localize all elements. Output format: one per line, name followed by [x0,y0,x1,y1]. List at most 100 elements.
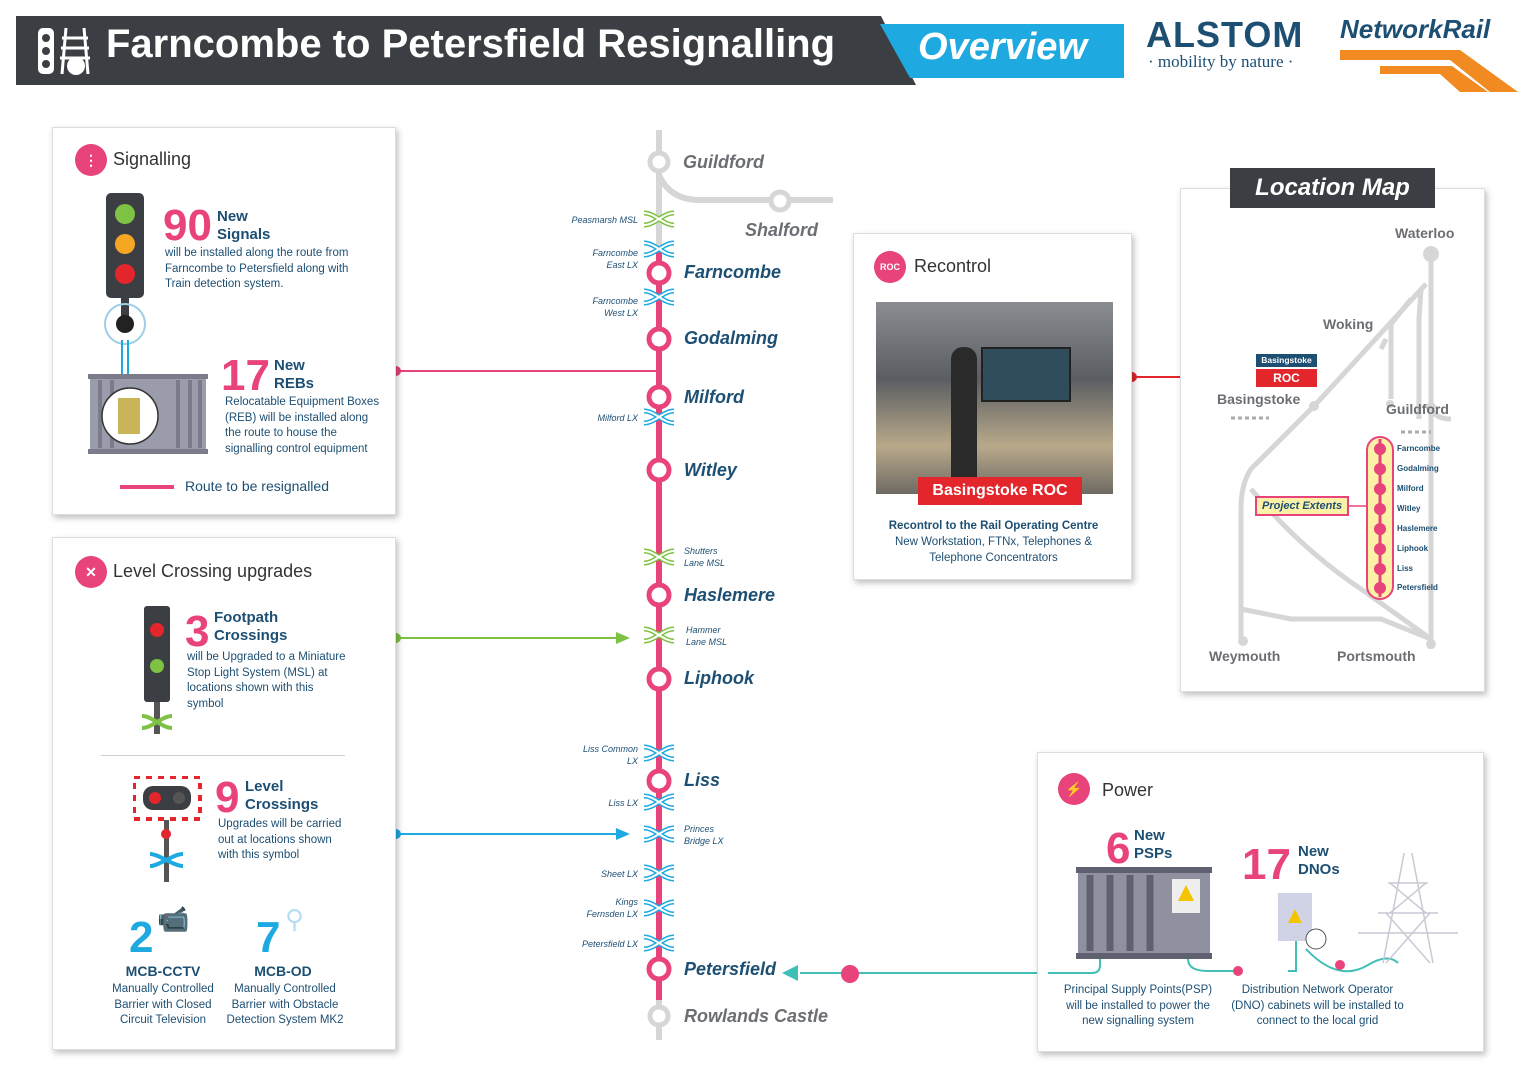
crossing-label: Farncombe East LX [592,248,638,270]
traffic-light-icon: ⋮ [75,144,107,176]
power-title: Power [1102,780,1154,800]
roc-photo [876,302,1113,494]
station-liphook: Liphook [684,668,754,688]
signals-description: will be installed along the route from F… [165,247,349,290]
crossing-label: Liss Common LX [582,744,638,766]
map-label-woking: Woking [1323,316,1374,332]
roc-photo-caption: Basingstoke ROC [918,477,1082,505]
signalling-title: Signalling [113,149,192,169]
obstacle-detector-icon: ⚲ [285,904,305,934]
map-label-portsmouth: Portsmouth [1337,648,1416,664]
station-witley: Witley [684,460,737,480]
crossing-label: Princes Bridge LX [684,824,724,846]
map-station: Liphook [1397,544,1429,553]
recontrol-desc-title: Recontrol to the Rail Operating Centre [888,520,1099,532]
header-bar [16,16,916,85]
station-markers [646,150,792,1028]
recontrol-title: Recontrol [914,256,992,276]
station-petersfield: Petersfield [684,959,777,979]
crossing-label: Hammer Lane MSL [686,625,728,647]
alstom-logo: ALSTOM · mobility by nature · [1146,14,1304,71]
od-count: 7 [256,913,281,962]
power-node-icon [841,965,859,983]
roc-operator [951,347,977,482]
crossing-icon: ✕ [75,556,107,588]
lx-description: Upgrades will be carried out at location… [218,818,342,861]
station-haslemere: Haslemere [684,585,776,605]
location-map-lines [1231,246,1452,649]
crossing-label: Sheet LX [600,869,638,879]
dno-count: 17 [1242,840,1291,889]
map-label-weymouth: Weymouth [1209,648,1281,664]
footpath-description: will be Upgraded to a Miniature Stop Lig… [187,651,346,710]
od-description: Manually Controlled Barrier with Obstacl… [226,983,344,1026]
recontrol-description: New Workstation, FTNx, Telephones & Tele… [894,536,1093,564]
project-extents-label: Project Extents [1255,496,1350,516]
map-station: Milford [1397,484,1424,493]
map-station: Godalming [1397,464,1439,473]
rebs-description: Relocatable Equipment Boxes (REB) will b… [225,396,380,455]
cctv-label: MCB-CCTV [125,963,201,979]
power-icon: ⚡ [1058,773,1090,805]
overview-banner [880,24,1124,78]
route-legend-label: Route to be resignalled [185,478,329,494]
roc-map-label: ROC [1256,369,1317,387]
roc-map-label-top: Basingstoke [1256,354,1317,367]
pylon-icon [1358,853,1458,964]
psp-count: 6 [1106,824,1131,873]
station-godalming: Godalming [684,328,778,348]
map-station: Farncombe [1397,444,1441,453]
station-liss: Liss [684,770,721,790]
signal-and-reb-illustration [88,193,208,454]
cctv-camera-icon: 📹 [157,904,190,934]
level-crossing-title: Level Crossing upgrades [113,561,313,581]
page-title: Farncombe to Petersfield Resignalling [106,22,836,66]
map-label-waterloo: Waterloo [1395,225,1455,241]
level-crossing-signal-illustration [133,776,202,882]
msl-signal-illustration [141,606,173,734]
station-shalford: Shalford [745,220,819,240]
crossing-label: Kings Fernsden LX [586,897,638,919]
roc-icon: ROC [874,251,906,283]
crossing-label: Shutters Lane MSL [684,546,726,568]
crossing-label: Milford LX [597,413,638,423]
dno-description: Distribution Network Operator (DNO) cabi… [1231,984,1404,1027]
location-map-panel: Waterloo Woking Basingstoke Guildford We… [1180,188,1485,692]
map-station: Haslemere [1397,524,1438,533]
signals-count: 90 [163,201,212,250]
map-label-guildford: Guildford [1386,401,1449,417]
lx-count: 9 [215,773,240,822]
route-legend-swatch [120,485,174,489]
networkrail-logo: NetworkRail [1340,14,1525,94]
crossing-label: Liss LX [608,798,638,808]
overview-label: Overview [918,26,1087,68]
station-rowlands-castle: Rowlands Castle [684,1006,829,1026]
psp-description: Principal Supply Points(PSP) will be ins… [1063,984,1213,1027]
cctv-description: Manually Controlled Barrier with Closed … [112,983,214,1026]
roc-screens [981,347,1071,402]
power-illustration [1048,853,1458,976]
crossing-label: Petersfield LX [581,939,638,949]
divider [101,755,345,756]
rebs-count: 17 [221,351,270,400]
recontrol-panel: ROC Recontrol Basingstoke ROC Recontrol … [853,233,1132,580]
footpath-count: 3 [185,607,210,656]
cctv-count: 2 [129,913,154,962]
map-station: Liss [1397,564,1414,573]
crossing-label: Farncombe West LX [592,296,638,318]
station-farncombe: Farncombe [684,262,782,282]
station-milford: Milford [684,387,744,407]
station-guildford: Guildford [683,152,764,172]
od-label: MCB-OD [254,963,312,979]
map-station: Petersfield [1397,583,1438,592]
